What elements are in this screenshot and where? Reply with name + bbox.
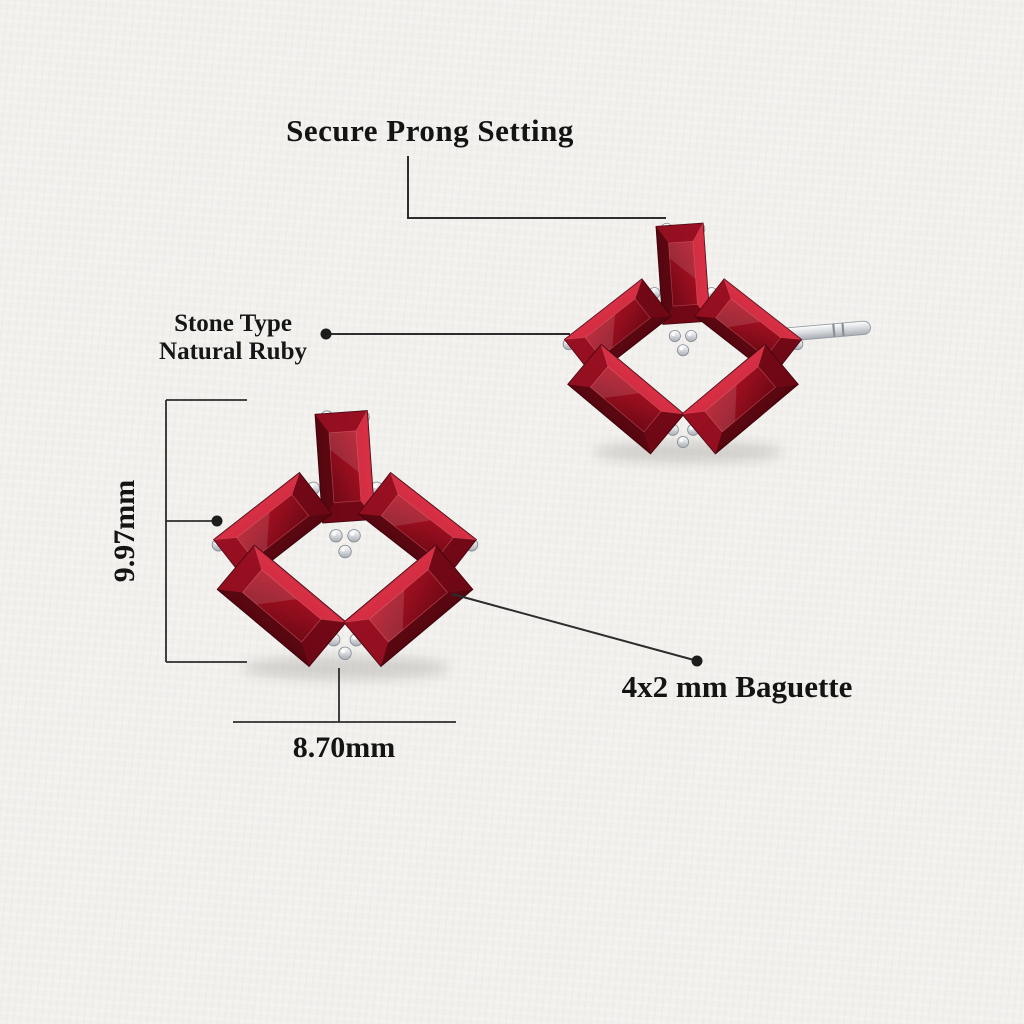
height-measurement-label: 9.97mm [108,480,141,582]
callout-line-baguette [451,593,695,661]
earring-shadow [242,656,450,680]
stone-type-value: Natural Ruby [159,338,307,365]
callout-dot-height [211,515,223,527]
earring-right [563,223,871,453]
earring-shadow [593,441,783,463]
stone-type-label: Stone Type [174,310,292,337]
callout-line-prong-setting [407,156,666,219]
stone-size-label: 4x2 mm Baguette [622,669,853,704]
title-secure-prong-setting: Secure Prong Setting [286,113,574,148]
width-measurement-label: 8.70mm [293,731,395,764]
earring-left [212,411,478,666]
callout-dot-stone-type [320,328,332,340]
callout-dot-baguette [691,655,703,667]
